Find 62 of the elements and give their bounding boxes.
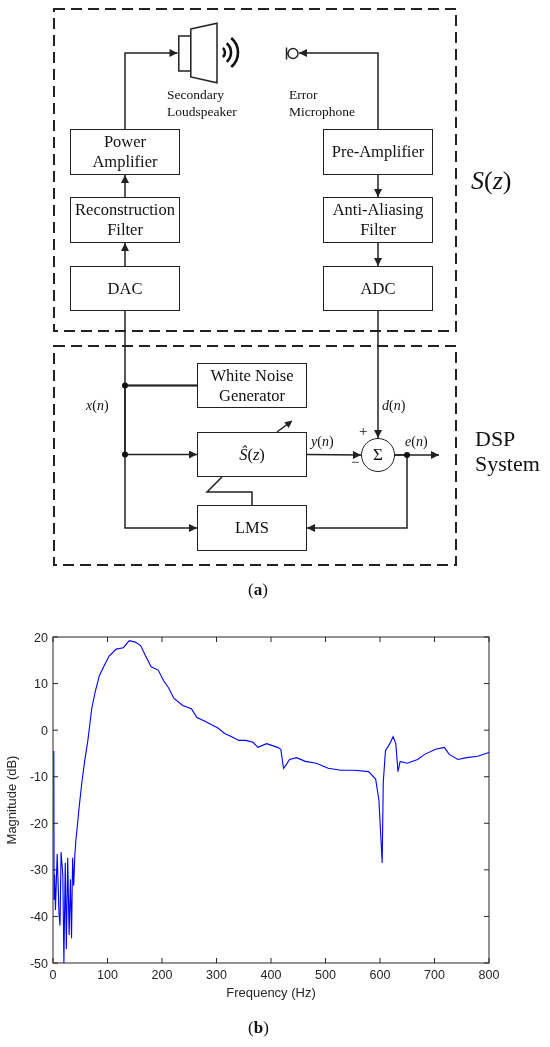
tick-label: -10: [29, 770, 48, 785]
tick-label: 0: [41, 723, 48, 738]
tick-label: 100: [97, 968, 118, 982]
subfigure-label: (a): [248, 580, 268, 600]
tick-label: 10: [34, 677, 48, 692]
process-box: [70, 266, 180, 311]
tick-label: -40: [29, 909, 48, 924]
tick-label: 700: [424, 968, 445, 982]
microphone-icon: [285, 45, 299, 61]
process-box: [70, 129, 180, 175]
process-box: [197, 363, 307, 408]
arrow: [374, 174, 382, 198]
box-label: Reconstruction Filter: [75, 200, 175, 240]
summing-circle: [361, 438, 395, 472]
arrow: [121, 242, 129, 267]
box-label: LMS: [235, 518, 269, 538]
box-label: Pre-Amplifier: [331, 142, 425, 162]
sign-label: −: [351, 454, 360, 472]
operator-symbol: Σ: [373, 446, 383, 464]
tick-label: -20: [29, 816, 48, 831]
group-label: DSP System: [475, 426, 541, 477]
signal-label: x(n): [86, 398, 109, 415]
box-label: Anti-Aliasing Filter: [331, 200, 425, 240]
edge-label: e(n): [405, 434, 428, 451]
tick-label: 20: [34, 630, 48, 645]
axis-title: Magnitude (dB): [4, 755, 19, 845]
subfigure-label: (b): [248, 1018, 269, 1038]
tick-label: 500: [315, 968, 336, 982]
arrow: [124, 384, 198, 532]
box-label: Ŝ(z): [239, 444, 265, 465]
tick-label: 0: [49, 968, 57, 982]
sign-label: +: [359, 423, 368, 441]
process-box: [323, 266, 433, 311]
edge-label: y(n): [311, 434, 334, 451]
arrow: [124, 49, 179, 130]
arrow: [121, 174, 129, 198]
arrow: [306, 450, 362, 459]
process-box: [323, 197, 433, 243]
arrow: [306, 454, 408, 532]
arrow: [374, 310, 382, 439]
process-box: [197, 432, 307, 477]
tick-label: 200: [151, 968, 173, 982]
arrow: [374, 242, 382, 267]
box-label: DAC: [107, 278, 143, 299]
box-label: White Noise Generator: [209, 365, 295, 406]
box-label: Power Amplifier: [91, 132, 159, 172]
microphone-caption: Error Microphone: [289, 86, 356, 120]
node-caption: Secondary Loudspeaker: [167, 86, 238, 120]
edge-label: d(n): [382, 398, 406, 415]
tick-label: -50: [29, 956, 48, 971]
connector-line: [205, 476, 253, 506]
tick-label: 800: [478, 968, 500, 982]
group-label: S(z): [471, 166, 513, 196]
arrow: [298, 49, 379, 130]
box-label: ADC: [360, 278, 396, 299]
process-box: [323, 129, 433, 175]
tick-label: 600: [369, 968, 391, 982]
tick-label: 400: [260, 968, 282, 982]
process-box: [197, 505, 307, 551]
tick-label: 300: [206, 968, 227, 982]
axis-title: Frequency (Hz): [226, 985, 316, 1000]
tick-label: -30: [29, 863, 48, 878]
